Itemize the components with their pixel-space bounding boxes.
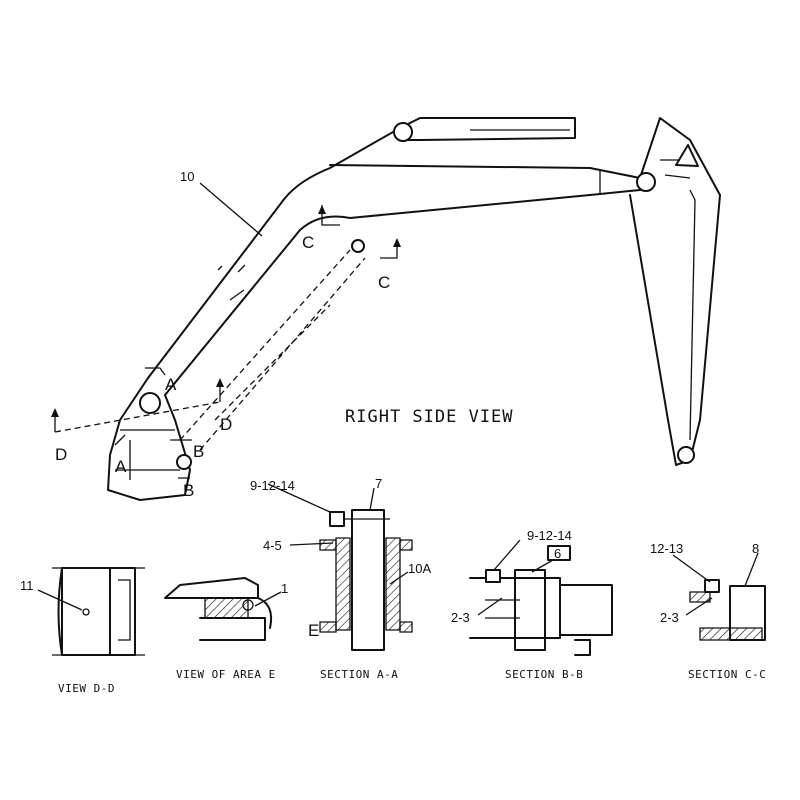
view-title: RIGHT SIDE VIEW — [345, 407, 514, 427]
caption-section-b-b: SECTION B-B — [505, 668, 583, 681]
cut-label-d-left: D — [55, 445, 67, 464]
callout-10: 10 — [180, 169, 194, 184]
callout-7: 7 — [375, 476, 382, 491]
section-b-b: 9-12-14 6 2-3 SECTION B-B — [451, 528, 613, 681]
section-a-a: 9-12-14 7 4-5 10A E SECTION A-A — [250, 476, 431, 681]
callout-4-5: 4-5 — [263, 538, 282, 553]
callout-a-9-12-14: 9-12-14 — [250, 478, 295, 493]
section-c-c: 12-13 8 2-3 SECTION C-C — [650, 541, 766, 681]
cut-label-c-top: C — [302, 233, 314, 252]
boom-assembly — [107, 117, 721, 501]
cut-label-a-top: A — [165, 375, 177, 394]
caption-view-of-area-e: VIEW OF AREA E — [176, 668, 276, 681]
cut-label-b-top: B — [193, 442, 204, 461]
callout-b-9-12-14: 9-12-14 — [527, 528, 572, 543]
callout-c-2-3: 2-3 — [660, 610, 679, 625]
callout-6-highlight — [547, 545, 571, 561]
caption-section-c-c: SECTION C-C — [688, 668, 766, 681]
cut-label-b-bottom: B — [183, 481, 194, 500]
cut-label-a-bottom: A — [115, 457, 127, 476]
callout-1: 1 — [281, 581, 288, 596]
callout-e: E — [308, 621, 319, 640]
view-area-e: 1 VIEW OF AREA E — [164, 577, 288, 681]
cut-label-d-right: D — [220, 415, 232, 434]
callout-10a: 10A — [408, 561, 431, 576]
callout-12-13: 12-13 — [650, 541, 683, 556]
callout-6: 6 — [554, 546, 561, 561]
view-d-d: 11 VIEW D-D — [20, 567, 145, 695]
callout-11: 11 — [20, 578, 34, 593]
cut-label-c-right: C — [378, 273, 390, 292]
caption-view-d-d: VIEW D-D — [58, 682, 115, 695]
callout-b-2-3: 2-3 — [451, 610, 470, 625]
callout-8: 8 — [752, 541, 759, 556]
caption-section-a-a: SECTION A-A — [320, 668, 398, 681]
